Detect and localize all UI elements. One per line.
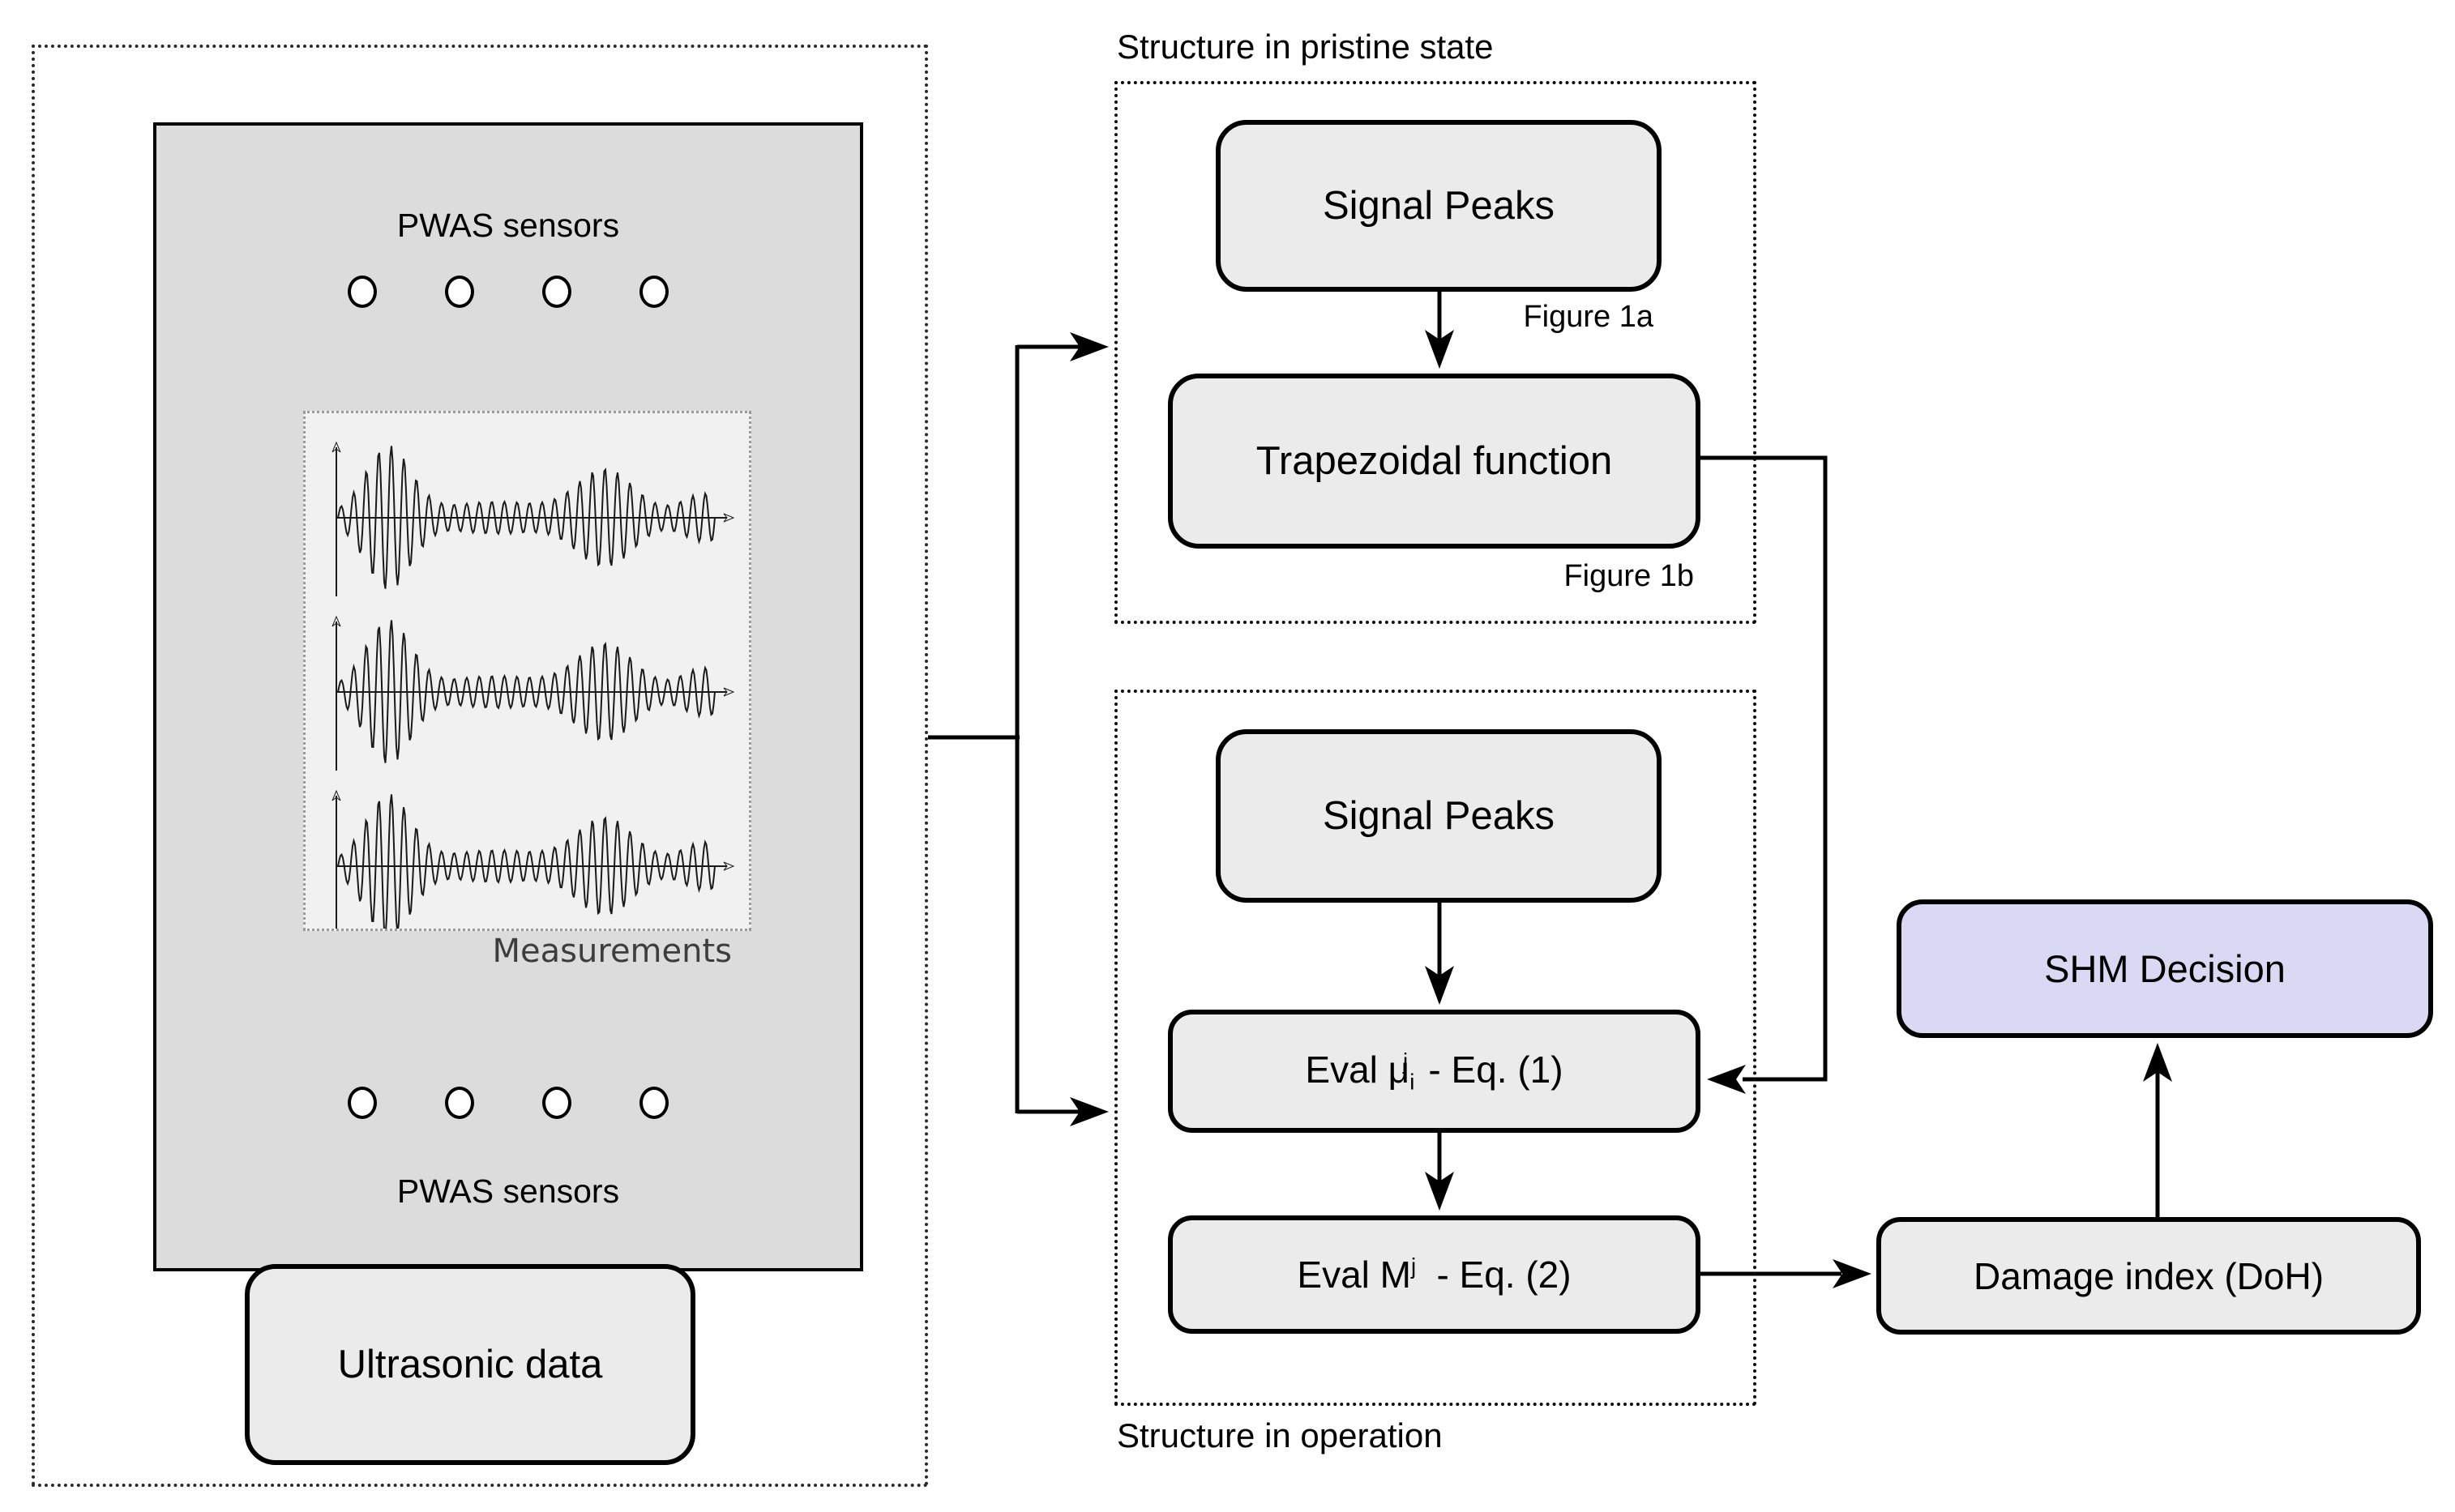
trapezoidal-function-box: Trapezoidal function <box>1168 374 1700 549</box>
eval-m-label: Eval Mj- Eq. (2) <box>1297 1253 1572 1296</box>
pwas-sensors-label-top: PWAS sensors <box>396 207 620 244</box>
shm-decision-box: SHM Decision <box>1897 899 2433 1038</box>
pwas-sensor-circle <box>639 1087 669 1119</box>
sensor-row-top <box>156 275 860 308</box>
ultrasonic-data-box: Ultrasonic data <box>245 1264 695 1465</box>
eval-mu-box: Eval μij- Eq. (1) <box>1168 1010 1700 1133</box>
operation-section-title: Structure in operation <box>1117 1416 1443 1454</box>
arrowhead-into-operation <box>1070 1097 1109 1126</box>
eval-m-box: Eval Mj- Eq. (2) <box>1168 1215 1700 1334</box>
shm-decision-label: SHM Decision <box>2044 947 2286 990</box>
pwas-sensor-circle <box>639 275 669 308</box>
pristine-section-title: Structure in pristine state <box>1117 28 1494 66</box>
pristine-dashed-box <box>1114 81 1756 624</box>
signal-peaks-label: Signal Peaks <box>1322 184 1555 228</box>
arrowhead-shm <box>2143 1043 2172 1082</box>
damage-index-box: Damage index (DoH) <box>1876 1217 2421 1335</box>
arrowhead-damage <box>1833 1259 1871 1288</box>
trapezoidal-function-label: Trapezoidal function <box>1255 439 1613 483</box>
waveform-signal-2 <box>331 615 735 771</box>
measurements-label: Measurements <box>492 933 732 970</box>
figure-1b-label: Figure 1b <box>1563 559 1694 593</box>
pwas-sensor-circle <box>445 275 474 308</box>
arrowhead-into-pristine <box>1070 332 1109 361</box>
measurements-panel <box>303 411 751 931</box>
pwas-sensor-circle <box>542 275 571 308</box>
pwas-sensors-label-bottom: PWAS sensors <box>396 1172 620 1210</box>
pwas-sensor-circle <box>348 275 377 308</box>
signal-peaks-box-pristine: Signal Peaks <box>1216 120 1662 292</box>
signal-peaks-box-operation: Signal Peaks <box>1216 729 1662 903</box>
ultrasonic-data-label: Ultrasonic data <box>337 1343 603 1386</box>
waveform-signal-3 <box>331 789 735 929</box>
measurement-system-panel: PWAS sensors <box>32 45 928 1487</box>
pwas-sensor-circle <box>542 1087 571 1119</box>
pwas-sensor-circle <box>445 1087 474 1119</box>
sensor-row-bottom <box>156 1087 860 1119</box>
structure-plate: PWAS sensors <box>153 122 863 1271</box>
signal-peaks-label: Signal Peaks <box>1322 794 1555 838</box>
eval-mu-label: Eval μij- Eq. (1) <box>1305 1048 1563 1095</box>
pwas-sensor-circle <box>348 1087 377 1119</box>
figure-1a-label: Figure 1a <box>1523 300 1653 334</box>
operation-dashed-box <box>1114 690 1756 1406</box>
waveform-signal-1 <box>331 441 735 596</box>
damage-index-label: Damage index (DoH) <box>1973 1254 2325 1297</box>
